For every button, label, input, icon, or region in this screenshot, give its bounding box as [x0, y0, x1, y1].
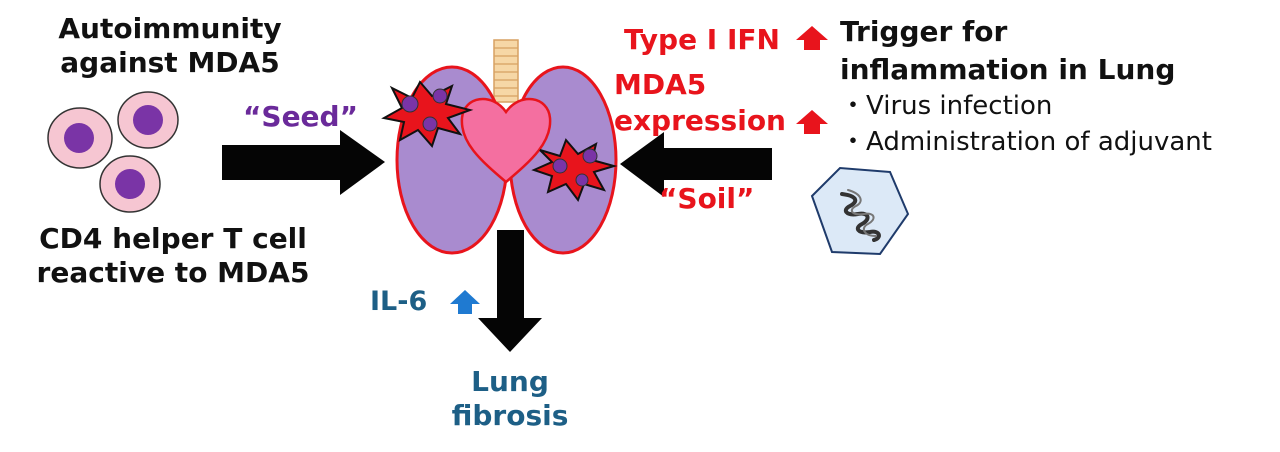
lung-fibrosis-label: Lung fibrosis [420, 365, 600, 432]
mda5-label: MDA5 [614, 68, 707, 101]
soil-label: “Soil” [659, 182, 755, 215]
inflammation-burst-icon [381, 80, 474, 148]
trachea-icon [493, 39, 519, 103]
t-cell-icon [117, 91, 179, 149]
right-arrow-icon [222, 130, 385, 195]
type1-ifn-label: Type I IFN [624, 23, 780, 56]
autoimmunity-title: Autoimmunity against MDA5 [20, 12, 320, 79]
autoimmunity-line1: Autoimmunity [58, 12, 282, 45]
heart-icon [460, 97, 552, 184]
up-arrow-icon [796, 110, 828, 134]
trigger-bullet-adjuvant: ・Administration of adjuvant [840, 127, 1212, 157]
down-arrow-icon [478, 230, 542, 352]
lung-fibrosis-line1: Lung [471, 365, 549, 398]
cd4-cell-label: CD4 helper T cell reactive to MDA5 [18, 222, 328, 289]
virus-icon [810, 166, 910, 256]
trigger-bullet-virus: ・Virus infection [840, 91, 1053, 121]
il6-label: IL-6 [370, 286, 428, 317]
up-arrow-icon [450, 290, 480, 314]
up-arrow-icon [796, 26, 828, 50]
autoimmunity-line2: against MDA5 [60, 45, 280, 79]
cd4-line1: CD4 helper T cell [39, 222, 307, 255]
trigger-title-line2: inflammation in Lung [840, 53, 1176, 86]
inflammation-burst-icon [531, 138, 618, 203]
lung-fibrosis-line2: fibrosis [451, 398, 569, 432]
seed-label: “Seed” [243, 100, 358, 133]
mda5-expression-label: expression [614, 104, 786, 137]
trigger-title-line1: Trigger for [840, 15, 1008, 48]
t-cell-icon [47, 107, 113, 169]
left-arrow-icon [620, 132, 772, 197]
cd4-line2: reactive to MDA5 [36, 255, 310, 289]
t-cell-icon [99, 155, 161, 213]
